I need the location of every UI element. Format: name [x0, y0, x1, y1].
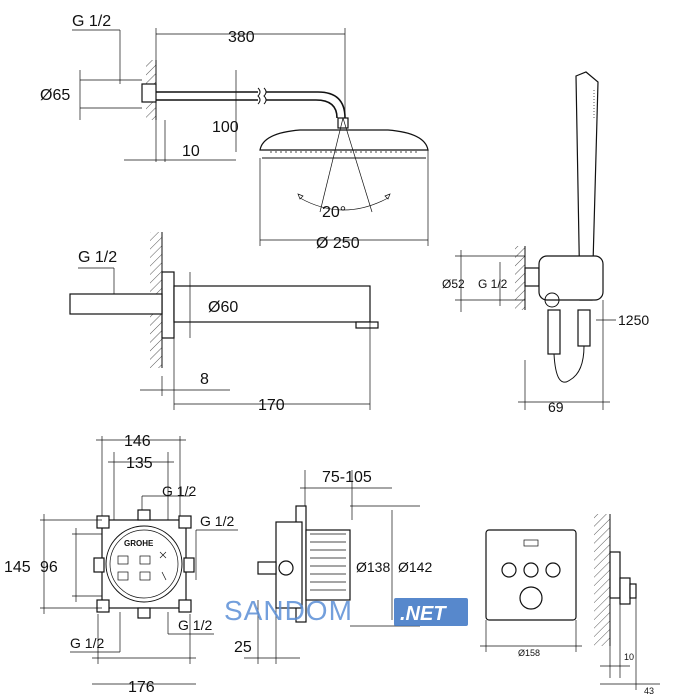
- angle-label: 20°: [322, 204, 346, 221]
- dim-380: 380: [228, 29, 255, 46]
- dim-75-105: 75-105: [322, 469, 372, 486]
- control-front-view: Ø158: [480, 529, 582, 658]
- dim-170: 170: [258, 397, 285, 414]
- dim-10b: 10: [624, 652, 634, 662]
- dim-25: 25: [234, 639, 252, 656]
- dim-g12-top: G 1/2: [72, 13, 111, 30]
- dim-d52: Ø52: [442, 277, 465, 291]
- dim-43: 43: [644, 686, 654, 696]
- dim-1250: 1250: [618, 312, 649, 328]
- dim-g12-hand: G 1/2: [478, 277, 508, 291]
- dim-g12-box-bottom-right: G 1/2: [178, 617, 212, 633]
- head-shower-view: 20° 380 G 1/2 Ø65 100 10 Ø 250: [40, 13, 429, 252]
- rapido-side-view: 75-105 Ø138 Ø142 25: [234, 469, 432, 664]
- dim-8: 8: [200, 371, 209, 388]
- watermark: SANDOM .NET: [224, 595, 468, 626]
- dim-135: 135: [126, 455, 153, 472]
- dim-g12-spout: G 1/2: [78, 249, 117, 266]
- dim-d138: Ø138: [356, 559, 390, 575]
- dim-146: 146: [124, 433, 151, 450]
- grohe-logo: GROHE: [124, 539, 154, 548]
- control-side-view: 10 43: [594, 514, 660, 696]
- watermark-suffix: .NET: [400, 603, 447, 625]
- watermark-main: SANDOM: [224, 595, 353, 626]
- dim-d250: Ø 250: [316, 235, 360, 252]
- dim-d60: Ø60: [208, 299, 238, 316]
- dim-176: 176: [128, 679, 155, 696]
- dim-g12-box-top: G 1/2: [162, 483, 196, 499]
- spout-view: G 1/2 Ø60 8 170: [69, 232, 379, 414]
- dim-145: 145: [4, 559, 31, 576]
- dim-g12-box-right: G 1/2: [200, 513, 234, 529]
- dim-g12-box-bottom-left: G 1/2: [70, 635, 104, 651]
- dim-d142: Ø142: [398, 559, 432, 575]
- dim-d65: Ø65: [40, 87, 70, 104]
- dim-69: 69: [548, 399, 564, 415]
- dim-100: 100: [212, 119, 239, 136]
- dim-96: 96: [40, 559, 58, 576]
- dim-10: 10: [182, 143, 200, 160]
- dim-d158: Ø158: [518, 648, 540, 658]
- rapido-box-view: 146 135 G 1/2 G 1/2 GROHE 14: [4, 433, 238, 696]
- hand-shower-view: Ø52 G 1/2 1250 69: [442, 71, 649, 415]
